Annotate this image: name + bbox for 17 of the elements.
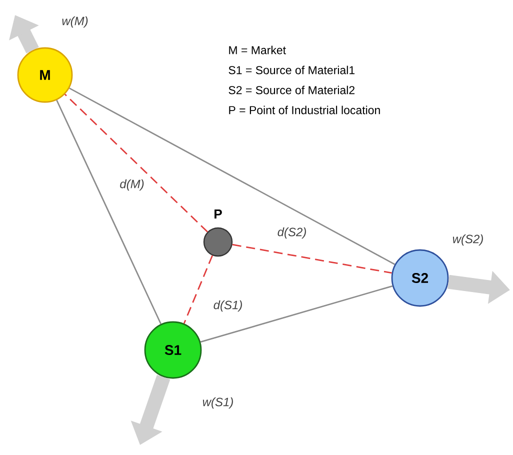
edge-label: d(S1) <box>212 299 244 313</box>
node-label: P <box>214 210 222 218</box>
key-text: S2 = Source of Material2 <box>228 86 354 94</box>
distance-line <box>64 94 208 232</box>
edge-label: w(S1) <box>201 396 235 410</box>
edge-label: d(S2) <box>276 226 308 240</box>
distance-line <box>183 255 214 324</box>
distance-line <box>232 244 392 274</box>
key-text: S1 = Source of Material1 <box>228 66 354 74</box>
edge-label: d(M) <box>118 178 146 192</box>
connector-line <box>69 88 396 265</box>
key-text: M = Market <box>229 46 286 54</box>
connector-line <box>56 100 162 324</box>
connector-line <box>200 285 393 343</box>
key-text: P = Point of Industrial location <box>229 106 380 114</box>
edge-label: w(M) <box>60 15 90 29</box>
edge-label: w(S2) <box>451 233 485 247</box>
